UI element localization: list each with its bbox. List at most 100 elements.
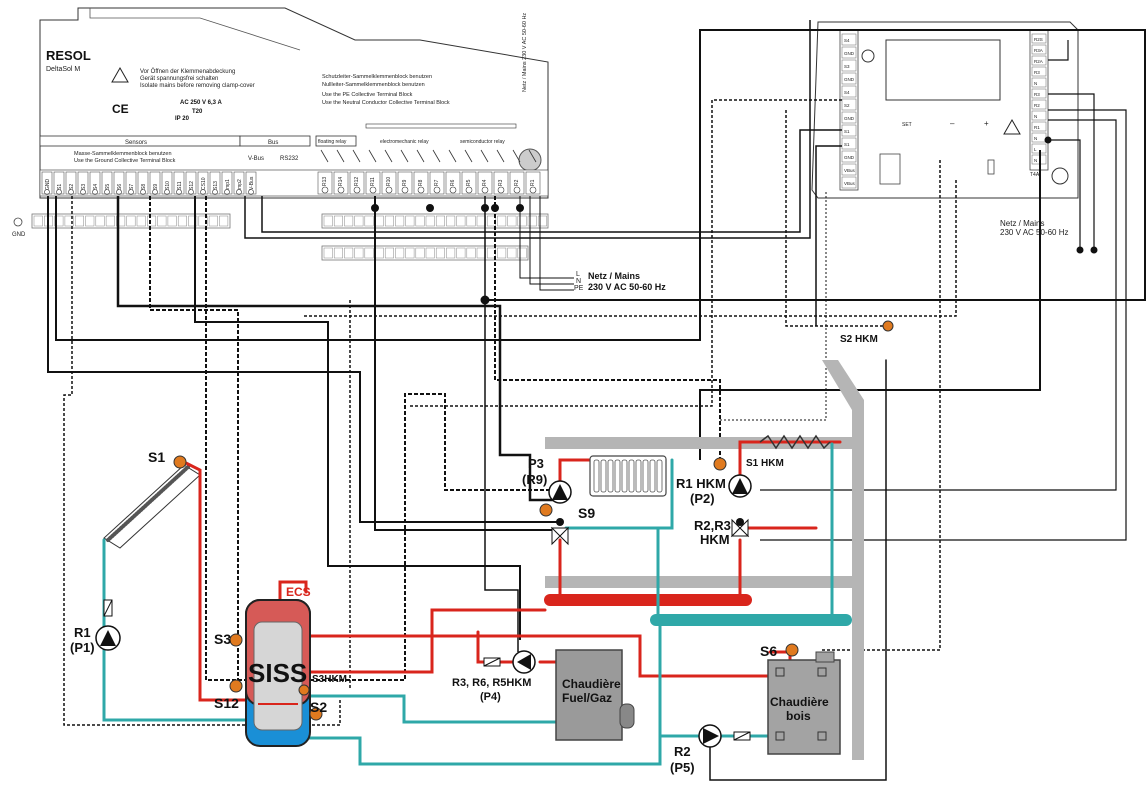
control-wiring <box>47 20 1146 726</box>
wood-boiler: Chaudière bois <box>767 651 841 755</box>
terminal-label: S13 <box>213 181 219 190</box>
mixing-valves <box>550 518 750 546</box>
module-mains-title: Netz / Mains <box>1000 219 1044 228</box>
sensor-s1hkm <box>713 457 727 471</box>
ground-collective-block: GND <box>12 213 549 261</box>
svg-text:T4A: T4A <box>1030 172 1040 178</box>
building-structure <box>545 360 864 760</box>
module-terminal-label: S4 <box>844 38 850 43</box>
terminal-label: S2 <box>69 184 75 190</box>
label-ecs: ECS <box>286 585 311 599</box>
controller-model: DeltaSol M <box>46 66 80 73</box>
storage-tank: SISS <box>245 599 311 747</box>
controller-note2: Nullleiter-Sammelklemmenblock benutzen <box>322 82 425 88</box>
module-terminal-label: S4 <box>844 90 850 95</box>
label-hkm: HKM <box>700 532 730 547</box>
sensors-head: Sensors <box>125 140 147 146</box>
label-s2: S2 <box>310 699 327 715</box>
module-terminal-label: R3 <box>1034 92 1040 97</box>
svg-text:PE: PE <box>574 285 584 292</box>
terminal-label: CS10 <box>201 177 207 190</box>
sensor-s6 <box>785 643 799 657</box>
relay-label: R1 <box>530 179 536 186</box>
controller-mains-side: Netz / Mains 230 V AC 50-60 Hz <box>522 13 528 92</box>
module-terminal-label: N <box>1034 158 1037 163</box>
terminal-label: S7 <box>129 184 135 190</box>
svg-text:N: N <box>576 278 581 285</box>
module-terminal-label: N <box>1034 81 1037 86</box>
controller-brand: RESOL <box>46 48 91 63</box>
controller-note4: Use the Neutral Conductor Collective Ter… <box>322 100 450 106</box>
label-p4: (P4) <box>480 691 501 703</box>
controller-warning-en: Isolate mains before removing clamp-cove… <box>140 83 255 89</box>
label-r1hkm: R1 HKM <box>676 476 726 491</box>
module-terminal-label: R2S <box>1034 37 1043 42</box>
module-terminal-label: S1 <box>844 129 850 134</box>
bus-head: Bus <box>268 140 278 146</box>
terminal-label: S6 <box>117 184 123 190</box>
svg-text:CE: CE <box>112 102 129 116</box>
module-terminal-label: R1 <box>1034 125 1040 130</box>
controller-note3: Use the PE Collective Terminal Block <box>322 92 413 98</box>
sensor-s12 <box>229 679 243 693</box>
label-s1: S1 <box>148 449 165 465</box>
module-terminal-label: GND <box>844 116 855 121</box>
module-terminal-label: S3 <box>844 64 850 69</box>
terminal-label: S9 <box>153 184 159 190</box>
module-terminal-label: R2 <box>1034 103 1040 108</box>
hydraulic-pipes <box>102 359 887 781</box>
svg-text:–: – <box>950 119 955 128</box>
module-terminal-label: VBus <box>844 168 856 173</box>
label-r356: R3, R6, R5HKM <box>452 677 531 689</box>
relay-label: R7 <box>434 179 440 186</box>
svg-text:Netz / Mains: Netz / Mains <box>588 271 640 281</box>
pumps <box>95 474 752 748</box>
sensor-s2hkm <box>882 320 894 332</box>
module-terminal-label: N <box>1034 136 1037 141</box>
relay-label: R13 <box>322 177 328 186</box>
relay-label: R11 <box>370 177 376 186</box>
module-terminal-label: GND <box>844 155 855 160</box>
label-p5: (P5) <box>670 760 695 775</box>
controller-warning-de2: Gerät spannungsfrei schalten <box>140 76 218 82</box>
svg-text:Chaudière: Chaudière <box>562 677 621 691</box>
warning-icon <box>111 66 129 83</box>
sensor-s1 <box>173 455 187 469</box>
main-mains-label: L N PE Netz / Mains 230 V AC 50-60 Hz <box>574 271 666 292</box>
terminal-label: S10 <box>165 181 171 190</box>
mixing-valve-s9-icon <box>550 518 570 546</box>
controller-ip: IP 20 <box>175 116 190 122</box>
sensor-s3 <box>229 633 243 647</box>
terminal-label: V-Bus <box>249 176 255 190</box>
module-terminal-label: L <box>1034 147 1037 152</box>
label-r2: R2 <box>674 744 691 759</box>
radiator <box>589 455 667 497</box>
vbus-label: V-Bus <box>248 156 264 162</box>
relay-label: R9 <box>402 179 408 186</box>
terminal-label: S8 <box>141 184 147 190</box>
heating-coil <box>759 434 831 450</box>
relay-label: R5 <box>466 179 472 186</box>
module-terminal-label: GND <box>844 51 855 56</box>
relay-label: R2 <box>514 179 520 186</box>
label-r9: (R9) <box>522 472 547 487</box>
fuel-gas-boiler: Chaudière Fuel/Gaz <box>555 649 635 741</box>
ground-note-en: Use the Ground Collective Terminal Block <box>74 158 176 164</box>
module-terminal-label: S2 <box>844 103 850 108</box>
ground-note-de: Masse-Sammelklemmenblock benutzen <box>74 151 172 157</box>
pump-p4-icon <box>512 650 536 674</box>
controller-note1: Schutzleiter-Sammelklemmenblock benutzen <box>322 74 432 80</box>
label-r1: R1 <box>74 625 91 640</box>
module-terminal-label: VBus <box>844 181 856 186</box>
pump-r2-icon <box>698 724 722 748</box>
label-p3: P3 <box>528 456 544 471</box>
tank-label: SISS <box>248 658 307 688</box>
svg-text:230 V AC 50-60 Hz: 230 V AC 50-60 Hz <box>588 282 666 292</box>
controller-housing: RESOL DeltaSol M Vor Öffnen der Klemmena… <box>39 7 549 199</box>
pump-r1-icon <box>95 625 121 651</box>
svg-text:L: L <box>576 271 580 278</box>
svg-text:bois: bois <box>786 709 811 723</box>
semi-relay-label: semiconductor relay <box>460 139 505 145</box>
terminal-label: S5 <box>105 184 111 190</box>
